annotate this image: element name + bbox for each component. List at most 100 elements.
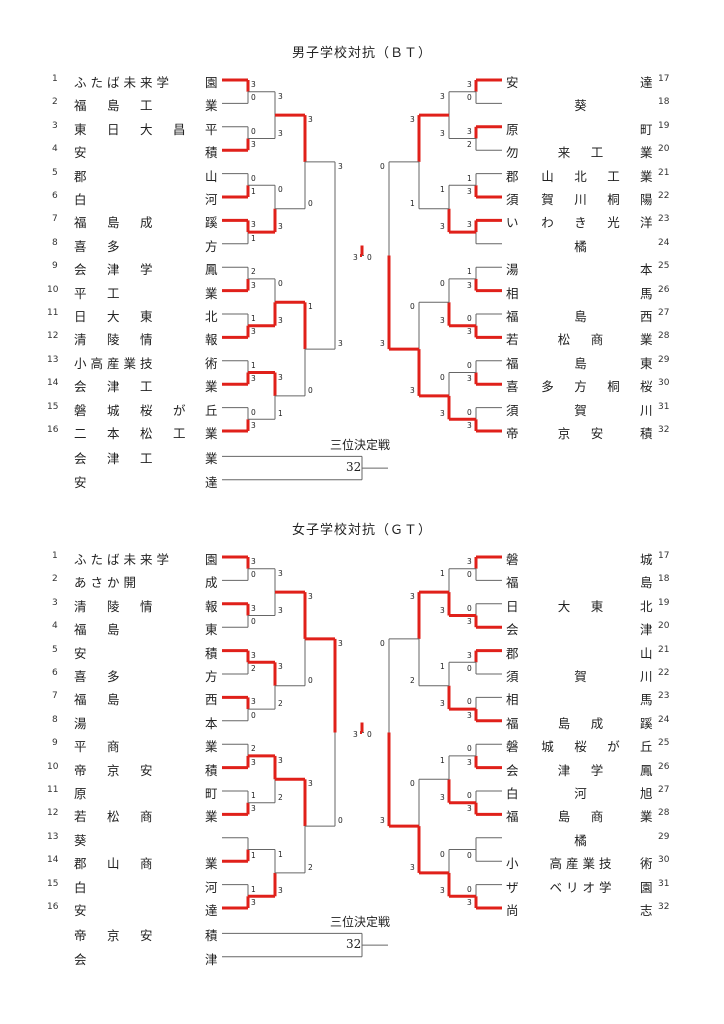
match-score: 3 <box>440 792 445 802</box>
match-score: 0 <box>278 278 283 288</box>
seed-number: 22 <box>658 191 670 201</box>
match-score: 3 <box>467 421 472 430</box>
team-name-last: 業 <box>205 379 218 395</box>
seed-number: 28 <box>658 331 670 342</box>
team-name-first: い <box>506 215 519 231</box>
match-score: 0 <box>380 161 385 171</box>
seed-number: 2 <box>52 574 58 585</box>
match-score: 3 <box>278 372 283 382</box>
match-score: 3 <box>410 592 415 602</box>
match-score: 0 <box>410 779 415 789</box>
third-place-label: 三位決定戦 <box>330 438 391 453</box>
match-score: 3 <box>467 650 472 660</box>
match-score: 0 <box>467 697 472 707</box>
match-score: 3 <box>278 315 283 325</box>
match-score: 3 <box>440 315 445 325</box>
team-name-first: 湯 <box>506 262 519 278</box>
team-name: 安 <box>74 645 91 661</box>
seed-number: 8 <box>52 237 58 248</box>
seed-number: 30 <box>658 855 670 866</box>
team-name-last: 業 <box>640 332 653 348</box>
seed-number: 13 <box>47 354 59 365</box>
seed-number: 5 <box>52 167 58 178</box>
match-score: 3 <box>251 697 256 707</box>
seed-number: 17 <box>658 551 670 561</box>
match-score: 0 <box>467 407 472 417</box>
match-score: 1 <box>251 851 256 861</box>
team-name: 島 <box>574 309 591 324</box>
match-score: 3 <box>467 617 472 627</box>
match-score: 0 <box>467 851 472 861</box>
match-score: 3 <box>338 638 343 648</box>
match-score: 3 <box>251 898 256 907</box>
team-name: 若 松 商 <box>74 809 157 825</box>
match-score: 3 <box>308 779 313 789</box>
team-name: 平 商 <box>74 739 124 755</box>
seed-number: 23 <box>658 691 670 702</box>
match-score: 0 <box>467 570 472 580</box>
match-score: 1 <box>410 198 415 208</box>
match-score: 3 <box>278 886 283 896</box>
seed-number: 14 <box>47 378 59 389</box>
team-name: 高産業技 <box>549 856 616 872</box>
team-name-last: 術 <box>205 355 218 371</box>
team-name-first: 日 <box>506 598 519 614</box>
team-name: 島 商 <box>557 809 608 825</box>
match-score: 1 <box>440 568 445 578</box>
match-score: 0 <box>440 372 445 382</box>
match-score: 3 <box>440 222 445 232</box>
seed-number: 29 <box>658 831 670 842</box>
match-score: 0 <box>308 198 313 208</box>
match-score: 3 <box>467 557 472 566</box>
match-score: 3 <box>308 592 313 602</box>
match-score: 3 <box>353 252 358 262</box>
team-name-last: 北 <box>205 309 218 324</box>
seed-number: 27 <box>658 785 670 795</box>
match-score: 3 <box>440 886 445 896</box>
seed-number: 18 <box>658 97 670 108</box>
team-name: 郡 <box>74 168 91 184</box>
third-place-team-last: 積 <box>205 928 218 944</box>
team-name: 賀 川 桐 <box>541 192 624 207</box>
seed-number: 17 <box>658 74 670 84</box>
team-name-first: 福 <box>506 575 519 591</box>
match-score: 0 <box>338 816 343 826</box>
third-place-score: 32 <box>346 460 362 475</box>
team-name-first: 勿 <box>506 145 519 161</box>
match-score: 0 <box>467 360 472 370</box>
match-score: 0 <box>251 710 256 720</box>
match-score: 3 <box>338 161 343 171</box>
seed-number: 2 <box>52 97 58 108</box>
match-score: 3 <box>278 128 283 138</box>
match-score: 0 <box>367 252 372 262</box>
match-score: 3 <box>251 804 256 814</box>
team-name-last: 馬 <box>640 692 653 708</box>
team-name-last: 業 <box>205 426 218 441</box>
match-score: 3 <box>338 339 343 349</box>
third-place-team: 帝 京 安 <box>74 928 157 944</box>
team-name-first: 尚 <box>506 903 519 918</box>
team-name: 葵 <box>74 832 91 848</box>
seed-number: 25 <box>658 738 670 749</box>
team-name-last: 園 <box>205 75 218 90</box>
team-name: 来 工 <box>557 145 608 161</box>
seed-number: 23 <box>658 214 670 225</box>
team-name: 河 <box>574 786 591 801</box>
team-name-first: 福 <box>506 355 519 371</box>
match-score: 1 <box>251 233 256 243</box>
match-score: 0 <box>308 675 313 685</box>
team-name: 喜 多 <box>74 669 124 684</box>
match-score: 0 <box>251 407 256 417</box>
seed-number: 25 <box>658 261 670 272</box>
team-name: 賀 <box>574 669 591 684</box>
match-score: 3 <box>251 80 256 89</box>
team-name: 福 島 <box>74 622 124 638</box>
team-name: 福 島 工 <box>74 98 157 114</box>
team-name-last: 業 <box>205 285 218 301</box>
team-name-first: 帝 <box>506 426 519 441</box>
seed-number: 32 <box>658 425 670 435</box>
seed-number: 3 <box>52 597 58 608</box>
team-name-first: 郡 <box>506 168 519 184</box>
match-score: 3 <box>440 128 445 138</box>
team-name: 会 津 学 <box>74 262 157 278</box>
